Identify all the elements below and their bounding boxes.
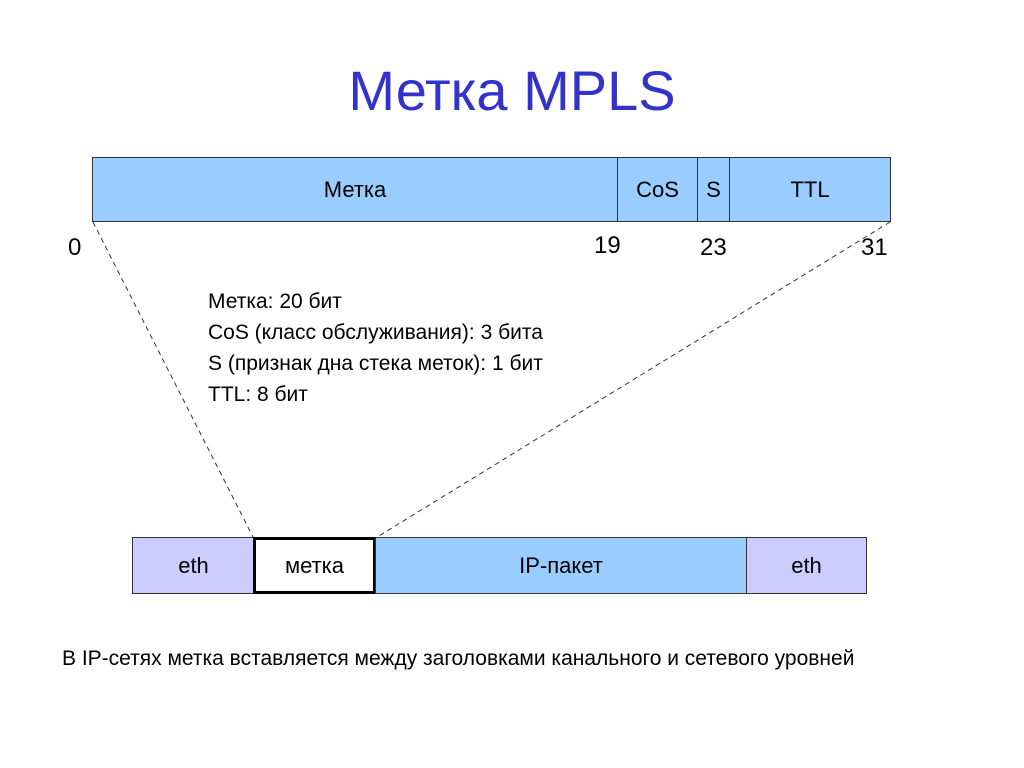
field-cos-text: CoS [636, 176, 679, 202]
packet-eth-left-text: eth [178, 552, 209, 578]
footnote-text: В IP-сетях метка вставляется между загол… [62, 647, 855, 670]
field-s: S [697, 157, 730, 222]
packet-label-text: метка [284, 552, 345, 578]
field-label-text: Метка [323, 176, 387, 202]
field-size-list: Метка: 20 бит CoS (класс обслуживания): … [208, 286, 543, 410]
packet-eth-right-text: eth [791, 552, 822, 578]
field-size-s: S (признак дна стека меток): 1 бит [208, 352, 543, 375]
bit-position-0: 0 [68, 234, 82, 261]
packet-eth-left: eth [132, 537, 255, 594]
packet-ip-text: IP-пакет [519, 552, 603, 578]
field-size-label: Метка: 20 бит [208, 290, 342, 313]
slide-title: Метка MPLS [348, 59, 676, 122]
field-label: Метка [92, 157, 618, 222]
field-cos: CoS [617, 157, 698, 222]
field-ttl: TTL [729, 157, 891, 222]
field-size-cos: CoS (класс обслуживания): 3 бита [208, 321, 543, 344]
bit-position-23: 23 [700, 234, 727, 261]
connector-line-right [373, 221, 891, 540]
packet-eth-right: eth [746, 537, 867, 594]
bit-position-19: 19 [594, 232, 621, 259]
bit-position-31: 31 [861, 234, 888, 261]
packet-label: метка [253, 537, 376, 594]
packet-ip: IP-пакет [375, 537, 747, 594]
field-ttl-text: TTL [790, 176, 830, 202]
field-size-ttl: TTL: 8 бит [208, 383, 308, 406]
field-s-text: S [706, 176, 721, 202]
